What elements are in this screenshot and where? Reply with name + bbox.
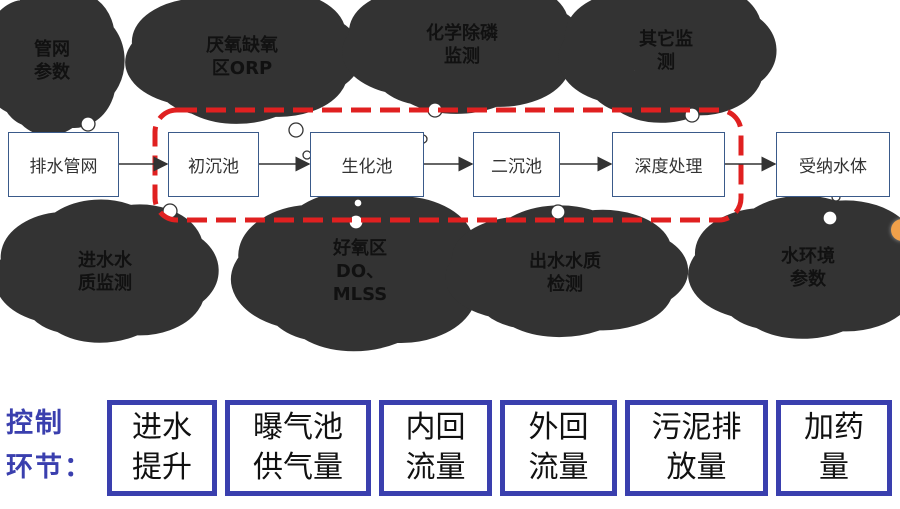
edge-orange-circle [891, 219, 900, 241]
control-sludge-waste: 污泥排放量 [625, 400, 768, 496]
control-chemical-dosing: 加药量 [776, 400, 892, 496]
cloud-text-influent: 进水水质监测 [78, 250, 132, 294]
control-internal-recycle: 内回流量 [379, 400, 492, 496]
control-influent-lift: 进水提升 [107, 400, 217, 496]
box-drainage-network: 排水管网 [8, 132, 119, 197]
box-advanced-treatment: 深度处理 [612, 132, 725, 197]
bubble [550, 204, 566, 220]
cloud-text-chem-p: 化学除磷监测 [426, 23, 498, 67]
cloud-text-pipe-params: 管网参数 [34, 39, 70, 83]
control-section-title: 控制 环节： [6, 408, 93, 483]
control-external-recycle: 外回流量 [500, 400, 617, 496]
bubble [353, 198, 363, 208]
cloud-text-effluent: 出水水质检测 [529, 251, 601, 295]
bubble [80, 116, 96, 132]
cloud-text-orp: 厌氧缺氧区ORP [206, 35, 278, 79]
bubble [288, 122, 304, 138]
box-primary-clarifier: 初沉池 [168, 132, 259, 197]
bubble [822, 210, 838, 226]
cloud-text-other: 其它监测 [639, 29, 693, 73]
control-aeration-air: 曝气池供气量 [225, 400, 371, 496]
cloud-text-water-env: 水环境参数 [781, 246, 835, 290]
box-secondary-clarifier: 二沉池 [473, 132, 560, 197]
box-bioreactor: 生化池 [310, 132, 424, 197]
box-receiving-water: 受纳水体 [776, 132, 890, 197]
